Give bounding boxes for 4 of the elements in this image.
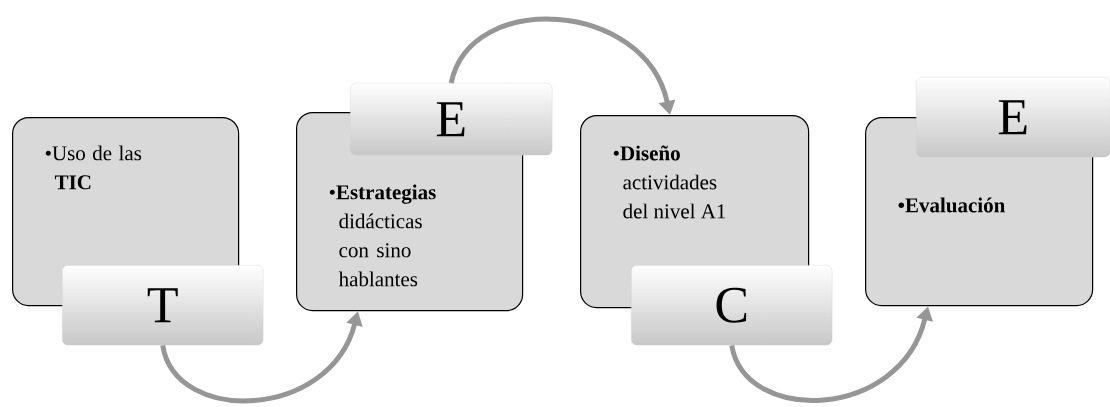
- letter-tab: C: [631, 265, 833, 346]
- letter-tab: E: [350, 83, 553, 156]
- letter-tab: E: [916, 77, 1110, 158]
- letter-tab: T: [62, 265, 264, 346]
